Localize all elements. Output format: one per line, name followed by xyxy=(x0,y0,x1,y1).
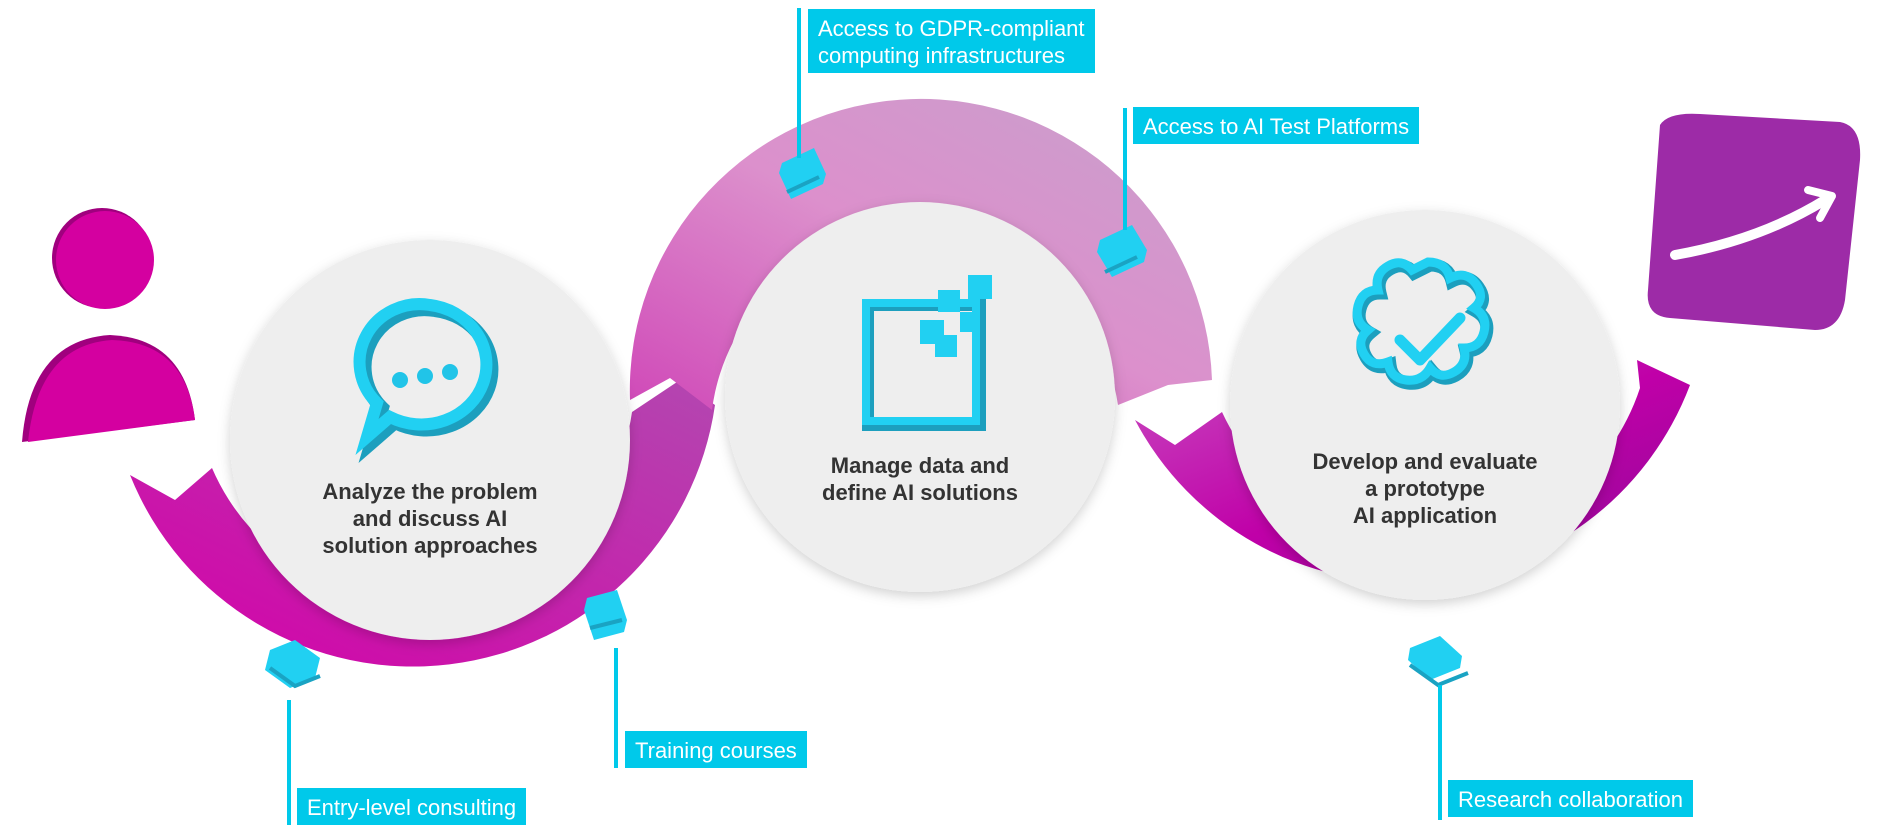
leader-line-entry-consulting xyxy=(287,700,291,825)
service-marker-entry-consulting xyxy=(265,640,321,689)
data-blocks-icon xyxy=(862,275,992,431)
leader-line-gdpr xyxy=(797,8,801,158)
service-tag-entry-consulting: Entry-level consulting xyxy=(297,788,527,825)
service-marker-research xyxy=(1408,636,1469,688)
service-marker-gdpr xyxy=(779,148,826,199)
service-marker-test-platforms xyxy=(1097,225,1147,277)
verified-gear-icon xyxy=(1352,257,1494,390)
chat-bubble-icon xyxy=(353,298,499,463)
ring-segment-1 xyxy=(130,380,715,667)
service-marker-training xyxy=(584,590,627,640)
leader-line-test-platforms xyxy=(1123,108,1127,230)
leader-line-research xyxy=(1438,685,1442,820)
service-tag-training: Training courses xyxy=(625,731,807,768)
person-icon xyxy=(22,208,195,442)
service-tag-gdpr: Access to GDPR-compliant computing infra… xyxy=(808,9,1095,73)
step-circle-2 xyxy=(725,202,1115,592)
step-label-2: Manage data and define AI solutions xyxy=(822,453,1018,505)
growth-arrow-icon xyxy=(1647,113,1861,330)
step-circle-1 xyxy=(230,240,630,640)
leader-line-training xyxy=(614,648,618,768)
service-tag-research: Research collaboration xyxy=(1448,780,1694,817)
step-circle-3 xyxy=(1230,210,1620,600)
service-tag-test-platforms: Access to AI Test Platforms xyxy=(1133,107,1420,144)
step-label-3: Develop and evaluate a prototype AI appl… xyxy=(1312,449,1538,528)
ring-segment-2 xyxy=(629,98,1212,411)
step-label-1: Analyze the problem and discuss AI solut… xyxy=(322,479,538,558)
